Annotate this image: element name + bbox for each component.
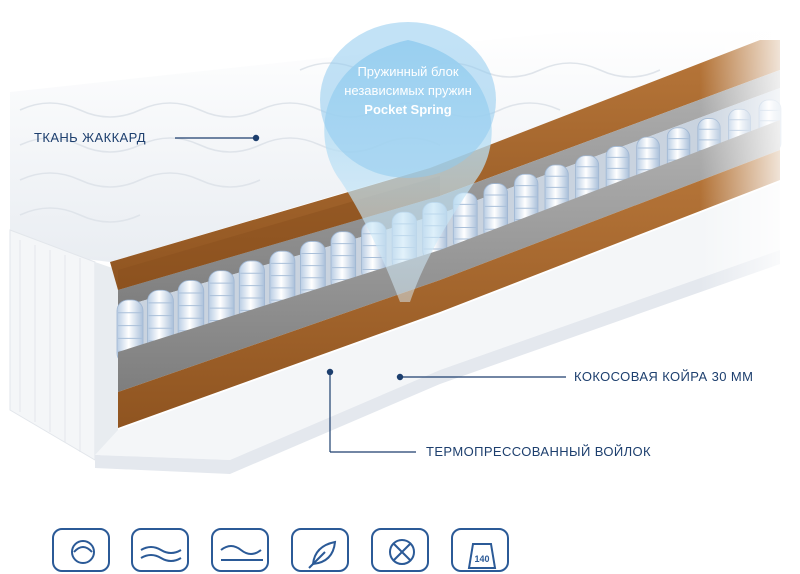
label-jacquard-fabric: ТКАНЬ ЖАККАРД [34, 130, 147, 145]
two-sided-icon [211, 528, 269, 572]
max-load-value: 140 [474, 554, 489, 564]
felt-layer-bottom [118, 120, 780, 392]
spring-coil [330, 231, 357, 293]
max-load-icon: 140 [451, 528, 509, 572]
label-thermo-felt: ТЕРМОПРЕССОВАННЫЙ ВОЙЛОК [426, 444, 652, 459]
spring-coil [238, 260, 265, 324]
label-coconut-coir: КОКОСОВАЯ КОЙРА 30 ММ [574, 369, 754, 384]
bubble-line-3: Pocket Spring [364, 102, 452, 117]
coir-layer-bottom [118, 150, 780, 428]
bubble-line-2: независимых пружин [344, 83, 472, 98]
no-allergy-icon [371, 528, 429, 572]
bubble-line-1: Пружинный блок [357, 64, 459, 79]
medium-firm-icon [131, 528, 189, 572]
mattress-side-left [9, 229, 96, 461]
orthopedic-icon [52, 528, 110, 572]
felt-layer-top [118, 70, 780, 308]
eco-leaf-icon [291, 528, 349, 572]
